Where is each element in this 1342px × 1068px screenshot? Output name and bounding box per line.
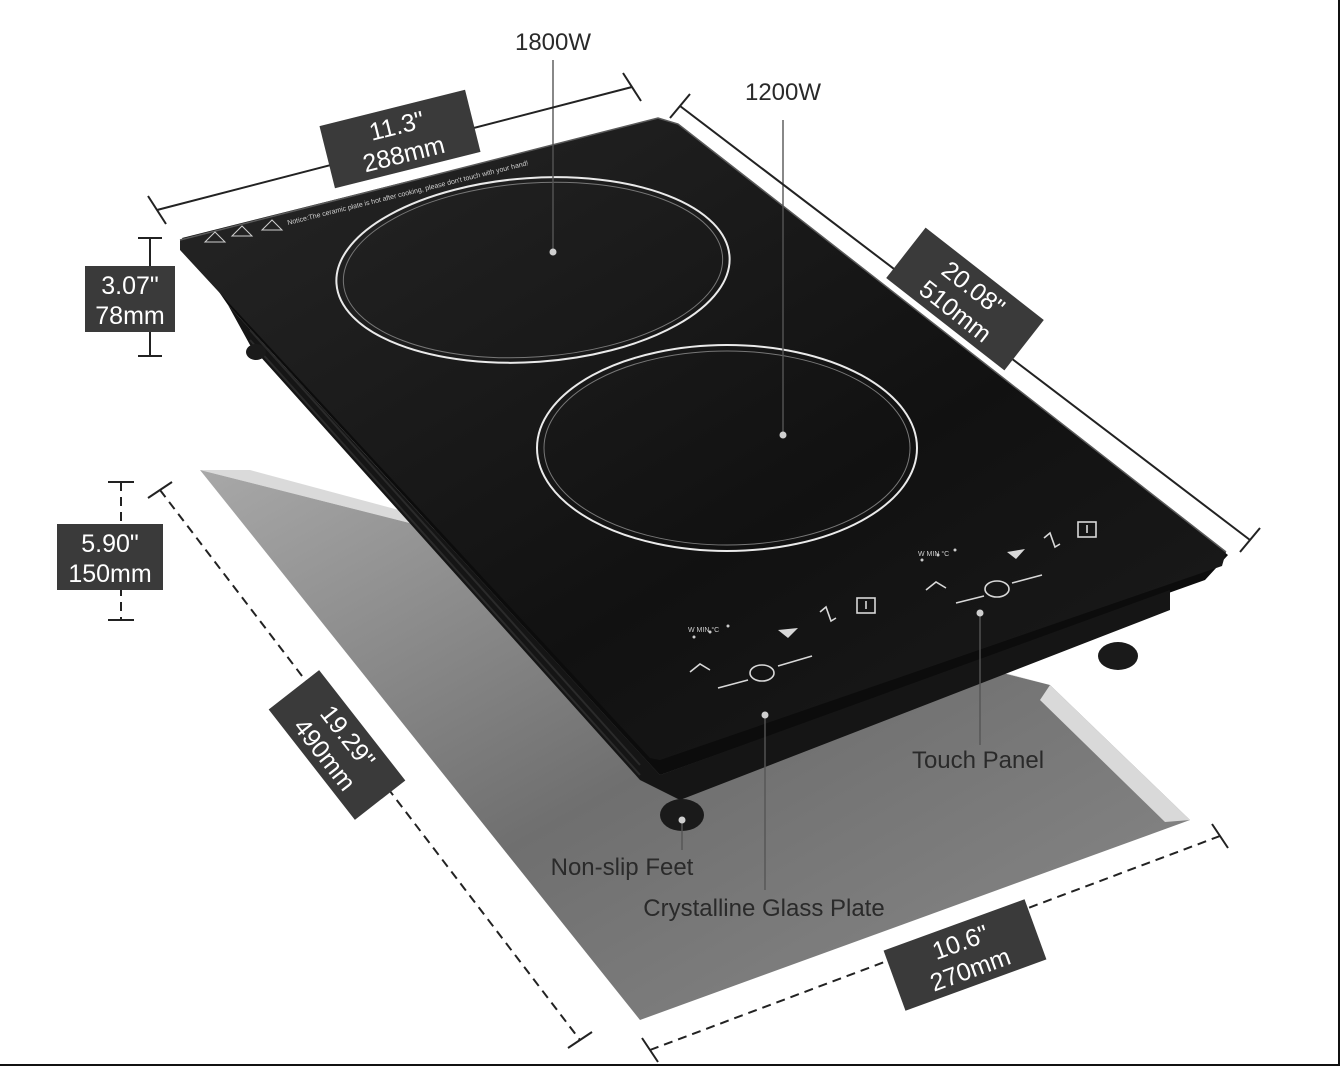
foot-back-left <box>246 344 266 360</box>
power-icon <box>856 597 876 614</box>
callout-non-slip-feet: Non-slip Feet <box>551 816 694 881</box>
lock-icon <box>749 664 775 682</box>
panel-units-right: W MIN °C <box>918 550 949 558</box>
down-arrow-icon <box>1007 549 1025 559</box>
dimension-height: 3.07" 78mm <box>85 237 175 357</box>
foot-front-left <box>660 799 704 831</box>
foot-front-right <box>1098 642 1138 670</box>
burner-1200w <box>536 344 918 552</box>
up-arrow-icon <box>689 663 711 673</box>
warning-icons <box>203 219 284 243</box>
down-arrow-icon <box>778 628 798 638</box>
panel-units-left: W MIN °C <box>688 626 719 634</box>
touch-panel-label: Touch Panel <box>912 747 1044 774</box>
timer-icon <box>819 605 837 623</box>
touch-panel-left: W MIN °C <box>688 597 876 689</box>
timer-icon <box>1043 531 1061 549</box>
lock-icon <box>984 580 1010 598</box>
cutout-depth-inch: 5.90" <box>81 530 139 558</box>
dimension-cutout-depth: 5.90" 150mm <box>57 481 163 621</box>
glass-plate-label: Crystalline Glass Plate <box>643 895 884 922</box>
height-mm: 78mm <box>95 302 164 330</box>
non-slip-feet-label: Non-slip Feet <box>551 854 694 881</box>
crystalline-glass-plate <box>180 118 1226 760</box>
up-arrow-icon <box>925 581 947 591</box>
dimension-top-width: 11.3" 288mm <box>147 72 642 225</box>
power-label-1200w: 1200W <box>745 79 821 439</box>
burner-1800w <box>335 176 731 364</box>
callout-touch-panel: Touch Panel <box>912 609 1044 774</box>
zone-1-power: 1800W <box>515 29 591 56</box>
callout-glass-plate: Crystalline Glass Plate <box>643 711 885 922</box>
power-icon <box>1077 521 1097 538</box>
power-label-1800w: 1800W <box>515 29 591 256</box>
zone-2-power: 1200W <box>745 79 821 106</box>
cutout-depth-mm: 150mm <box>68 560 151 588</box>
side-vents <box>249 329 641 776</box>
height-inch: 3.07" <box>101 272 159 300</box>
touch-panel-right: W MIN °C <box>918 521 1097 604</box>
